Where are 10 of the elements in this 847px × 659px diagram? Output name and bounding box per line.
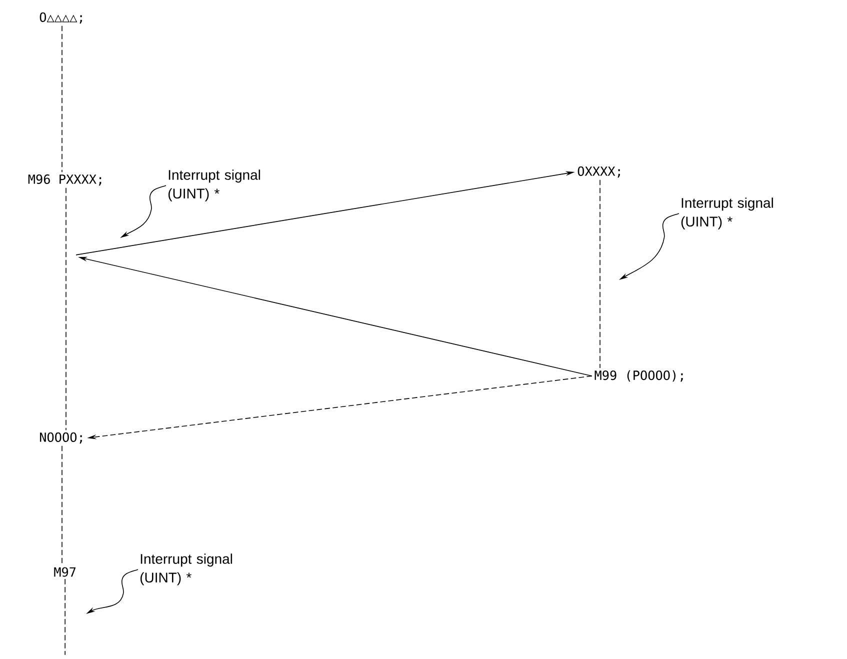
signal-label: Interrupt signal (UINT) *: [681, 198, 773, 230]
signal-label: Interrupt signal (UINT) *: [140, 554, 232, 586]
code-line: M97: [54, 567, 76, 577]
code-line: M96 PXXXX;: [28, 174, 102, 186]
flow-line: [64, 578, 66, 656]
code-line: O△△△△;: [40, 12, 82, 24]
code-line: NOOOO;: [40, 432, 82, 444]
code-line: M99 (POOOO);: [594, 370, 683, 382]
signal-label: Interrupt signal (UINT) *: [168, 170, 260, 202]
code-line: OXXXX;: [578, 166, 620, 178]
